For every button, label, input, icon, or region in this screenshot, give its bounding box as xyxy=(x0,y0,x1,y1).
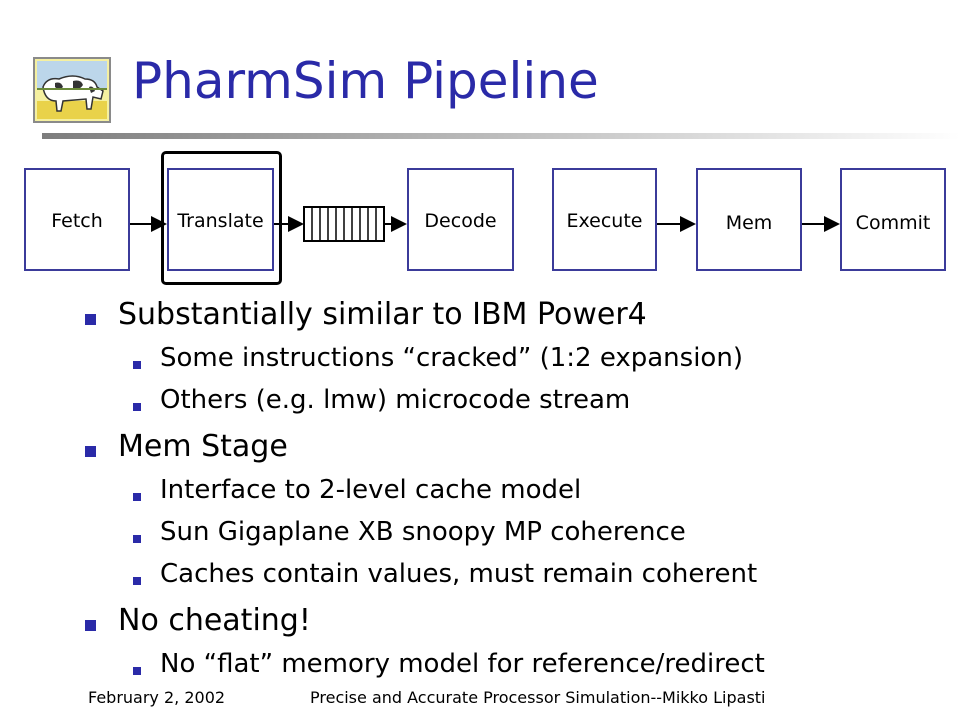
sub-bullet-marker xyxy=(133,361,141,369)
sub-bullet-marker xyxy=(133,493,141,501)
bullet-marker xyxy=(85,314,96,325)
bullet-3-sub-1: No “flat” memory model for reference/red… xyxy=(160,649,765,679)
pipeline-diagram: Fetch Translate Decode Execute Mem Commi… xyxy=(0,0,960,300)
sub-bullet-marker xyxy=(133,403,141,411)
bullet-marker xyxy=(85,620,96,631)
pipeline-connectors xyxy=(130,206,840,242)
stage-mem: Mem xyxy=(696,168,802,271)
bullet-1-sub-2: Others (e.g. lmw) microcode stream xyxy=(160,385,631,415)
stage-label-translate: Translate xyxy=(177,210,264,232)
bullet-1: Substantially similar to IBM Power4 xyxy=(118,297,647,332)
stage-fetch: Fetch xyxy=(24,168,130,271)
stage-decode: Decode xyxy=(407,168,514,271)
footer-date: February 2, 2002 xyxy=(88,688,226,707)
footer-caption: Precise and Accurate Processor Simulatio… xyxy=(310,688,766,707)
instruction-queue xyxy=(303,206,385,242)
sub-bullet-marker xyxy=(133,535,141,543)
sub-bullet-marker xyxy=(133,667,141,675)
stage-translate: Translate xyxy=(167,168,274,271)
stage-execute: Execute xyxy=(552,168,657,271)
bullet-2-sub-3: Caches contain values, must remain coher… xyxy=(160,559,758,589)
stage-label-fetch: Fetch xyxy=(51,210,103,232)
bullet-marker xyxy=(85,446,96,457)
stage-label-execute: Execute xyxy=(566,210,643,232)
translate-highlight-box xyxy=(161,151,282,285)
stage-label-mem: Mem xyxy=(725,212,773,234)
bullet-2-sub-1: Interface to 2-level cache model xyxy=(160,475,582,505)
bullet-1-sub-1: Some instructions “cracked” (1:2 expansi… xyxy=(160,343,743,373)
stage-label-commit: Commit xyxy=(855,212,931,234)
cow-logo-icon xyxy=(33,57,111,123)
bullet-list: Substantially similar to IBM Power4 Some… xyxy=(85,297,765,679)
sub-bullet-marker xyxy=(133,577,141,585)
stage-label-decode: Decode xyxy=(424,210,497,232)
bullet-2-sub-2: Sun Gigaplane XB snoopy MP coherence xyxy=(160,517,686,547)
title-underline xyxy=(42,133,960,139)
stage-commit: Commit xyxy=(840,168,946,271)
bullet-3: No cheating! xyxy=(118,603,311,638)
slide-title: PharmSim Pipeline xyxy=(132,52,599,110)
bullet-2: Mem Stage xyxy=(118,429,288,464)
